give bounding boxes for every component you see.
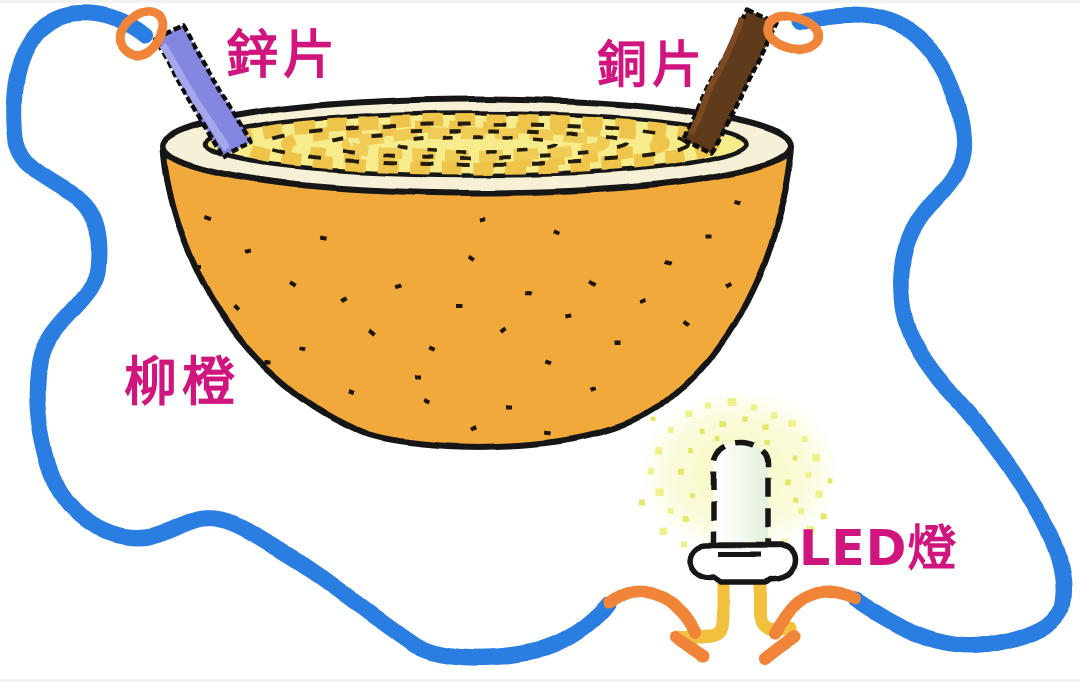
zinc-clip (116, 7, 168, 61)
led-lead-twists (603, 585, 861, 665)
copper-clip (763, 12, 823, 54)
orange-half (160, 96, 795, 450)
zinc-plate-label: 鋅片 (226, 26, 341, 86)
led-light-label: LED燈 (799, 520, 958, 577)
led-base (686, 542, 799, 585)
led-lamp (603, 390, 861, 665)
led-bulb (710, 439, 772, 553)
orange-fruit-label: 柳橙 (124, 352, 240, 413)
top-edge-strip (0, 0, 1080, 3)
left-wire (6, 5, 616, 666)
copper-plate-label: 銅片 (597, 36, 707, 94)
rind-speckles (195, 200, 741, 435)
zinc-strip (153, 23, 253, 161)
copper-strip (681, 7, 780, 156)
bottom-edge-strip (0, 679, 1080, 682)
right-wire (792, 7, 1072, 654)
